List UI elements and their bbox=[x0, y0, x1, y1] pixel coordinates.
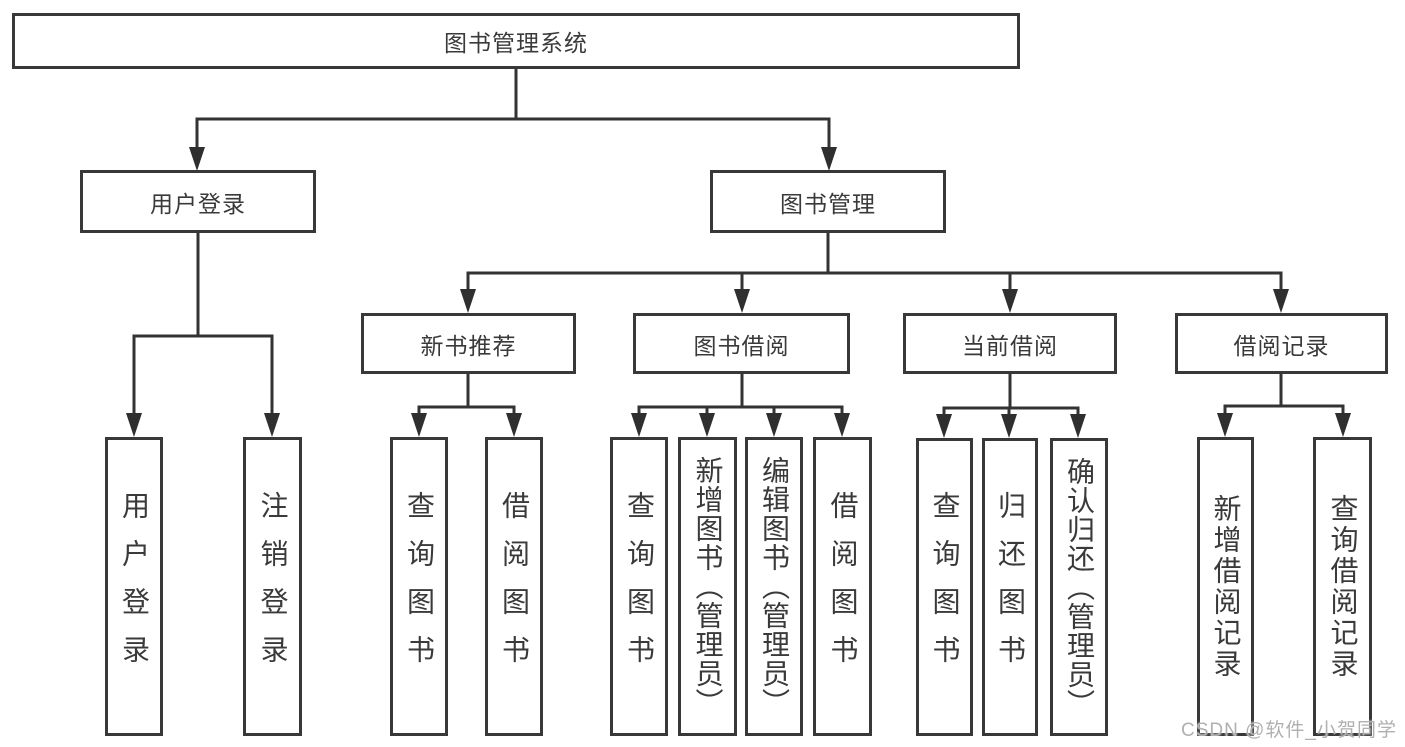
arrowhead bbox=[821, 147, 837, 171]
leaf-confirm-return-admin: 确认归还（管理员） bbox=[1050, 438, 1108, 736]
leaf-search-book-current: 查询图书 bbox=[916, 438, 973, 736]
connector-bookmgmt-to-level3 bbox=[466, 233, 1283, 290]
leaf-confirm-return-admin-label: 确认归还（管理员） bbox=[1064, 456, 1095, 718]
arrowhead bbox=[264, 413, 280, 437]
leaf-borrow-book-recommend: 借阅图书 bbox=[485, 437, 543, 736]
leaf-add-book-admin-label: 新增图书（管理员） bbox=[692, 456, 724, 717]
leaf-search-book-recommend: 查询图书 bbox=[390, 437, 448, 736]
leaf-borrow-book-label: 借阅图书 bbox=[827, 490, 859, 683]
connector-borrow-to-leaves bbox=[637, 374, 844, 414]
leaf-borrow-book-recommend-label: 借阅图书 bbox=[499, 490, 530, 683]
leaf-logout-label: 注销登录 bbox=[257, 490, 289, 683]
node-current-borrow: 当前借阅 bbox=[903, 313, 1117, 374]
leaf-return-book: 归还图书 bbox=[982, 438, 1038, 736]
leaf-search-borrow-record-label: 查询借阅记录 bbox=[1327, 493, 1359, 680]
leaf-add-borrow-record: 新增借阅记录 bbox=[1197, 437, 1254, 736]
leaf-edit-book-admin: 编辑图书（管理员） bbox=[745, 437, 803, 736]
node-borrow-record: 借阅记录 bbox=[1175, 313, 1388, 374]
csdn-watermark: CSDN @软件_小贺同学 bbox=[1181, 720, 1397, 741]
arrowhead bbox=[1217, 413, 1233, 437]
arrowhead bbox=[1070, 414, 1086, 438]
node-book-borrow: 图书借阅 bbox=[633, 313, 850, 374]
node-root-label: 图书管理系统 bbox=[444, 30, 588, 56]
arrowhead bbox=[766, 413, 782, 437]
arrowhead bbox=[126, 413, 142, 437]
leaf-add-borrow-record-label: 新增借阅记录 bbox=[1210, 493, 1242, 680]
arrowhead bbox=[699, 413, 715, 437]
arrowhead bbox=[834, 413, 850, 437]
node-user-login-label: 用户登录 bbox=[150, 190, 246, 217]
node-new-book-recommend: 新书推荐 bbox=[361, 313, 576, 374]
leaf-search-borrow-record: 查询借阅记录 bbox=[1313, 437, 1372, 736]
leaf-logout: 注销登录 bbox=[243, 437, 302, 736]
leaf-return-book-label: 归还图书 bbox=[995, 491, 1026, 683]
node-borrow-record-label: 借阅记录 bbox=[1233, 332, 1330, 359]
arrowhead bbox=[189, 147, 205, 171]
leaf-edit-book-admin-label: 编辑图书（管理员） bbox=[759, 456, 790, 717]
leaf-search-book-borrow-label: 查询图书 bbox=[624, 490, 655, 683]
arrowhead bbox=[460, 289, 476, 313]
arrowhead bbox=[1001, 414, 1017, 438]
node-new-book-recommend-label: 新书推荐 bbox=[420, 332, 517, 359]
leaf-user-login: 用户登录 bbox=[105, 437, 163, 736]
connector-root-to-level2 bbox=[195, 69, 831, 149]
arrowhead bbox=[631, 413, 647, 437]
node-book-management-label: 图书管理 bbox=[780, 190, 876, 217]
leaf-user-login-label: 用户登录 bbox=[119, 490, 150, 683]
arrowhead bbox=[506, 413, 522, 437]
connector-recommend-to-leaves bbox=[417, 374, 516, 414]
leaf-add-book-admin: 新增图书（管理员） bbox=[678, 437, 737, 736]
connector-current-to-leaves bbox=[942, 374, 1080, 415]
node-root: 图书管理系统 bbox=[12, 13, 1020, 69]
node-user-login: 用户登录 bbox=[80, 170, 316, 233]
connector-userlogin-to-leaves bbox=[132, 233, 274, 414]
arrowhead bbox=[1002, 289, 1018, 313]
arrowhead bbox=[411, 413, 427, 437]
leaf-search-book-current-label: 查询图书 bbox=[929, 491, 961, 683]
connector-record-to-leaves bbox=[1223, 374, 1345, 413]
leaf-search-book-borrow: 查询图书 bbox=[610, 437, 668, 736]
arrowhead bbox=[936, 414, 952, 438]
node-current-borrow-label: 当前借阅 bbox=[962, 332, 1058, 359]
leaf-search-book-recommend-label: 查询图书 bbox=[404, 490, 435, 683]
leaf-borrow-book: 借阅图书 bbox=[813, 437, 872, 736]
node-book-borrow-label: 图书借阅 bbox=[693, 332, 790, 359]
arrowhead bbox=[734, 289, 750, 313]
node-book-management: 图书管理 bbox=[710, 170, 946, 233]
arrowhead bbox=[1335, 413, 1351, 437]
arrowhead bbox=[1273, 289, 1289, 313]
